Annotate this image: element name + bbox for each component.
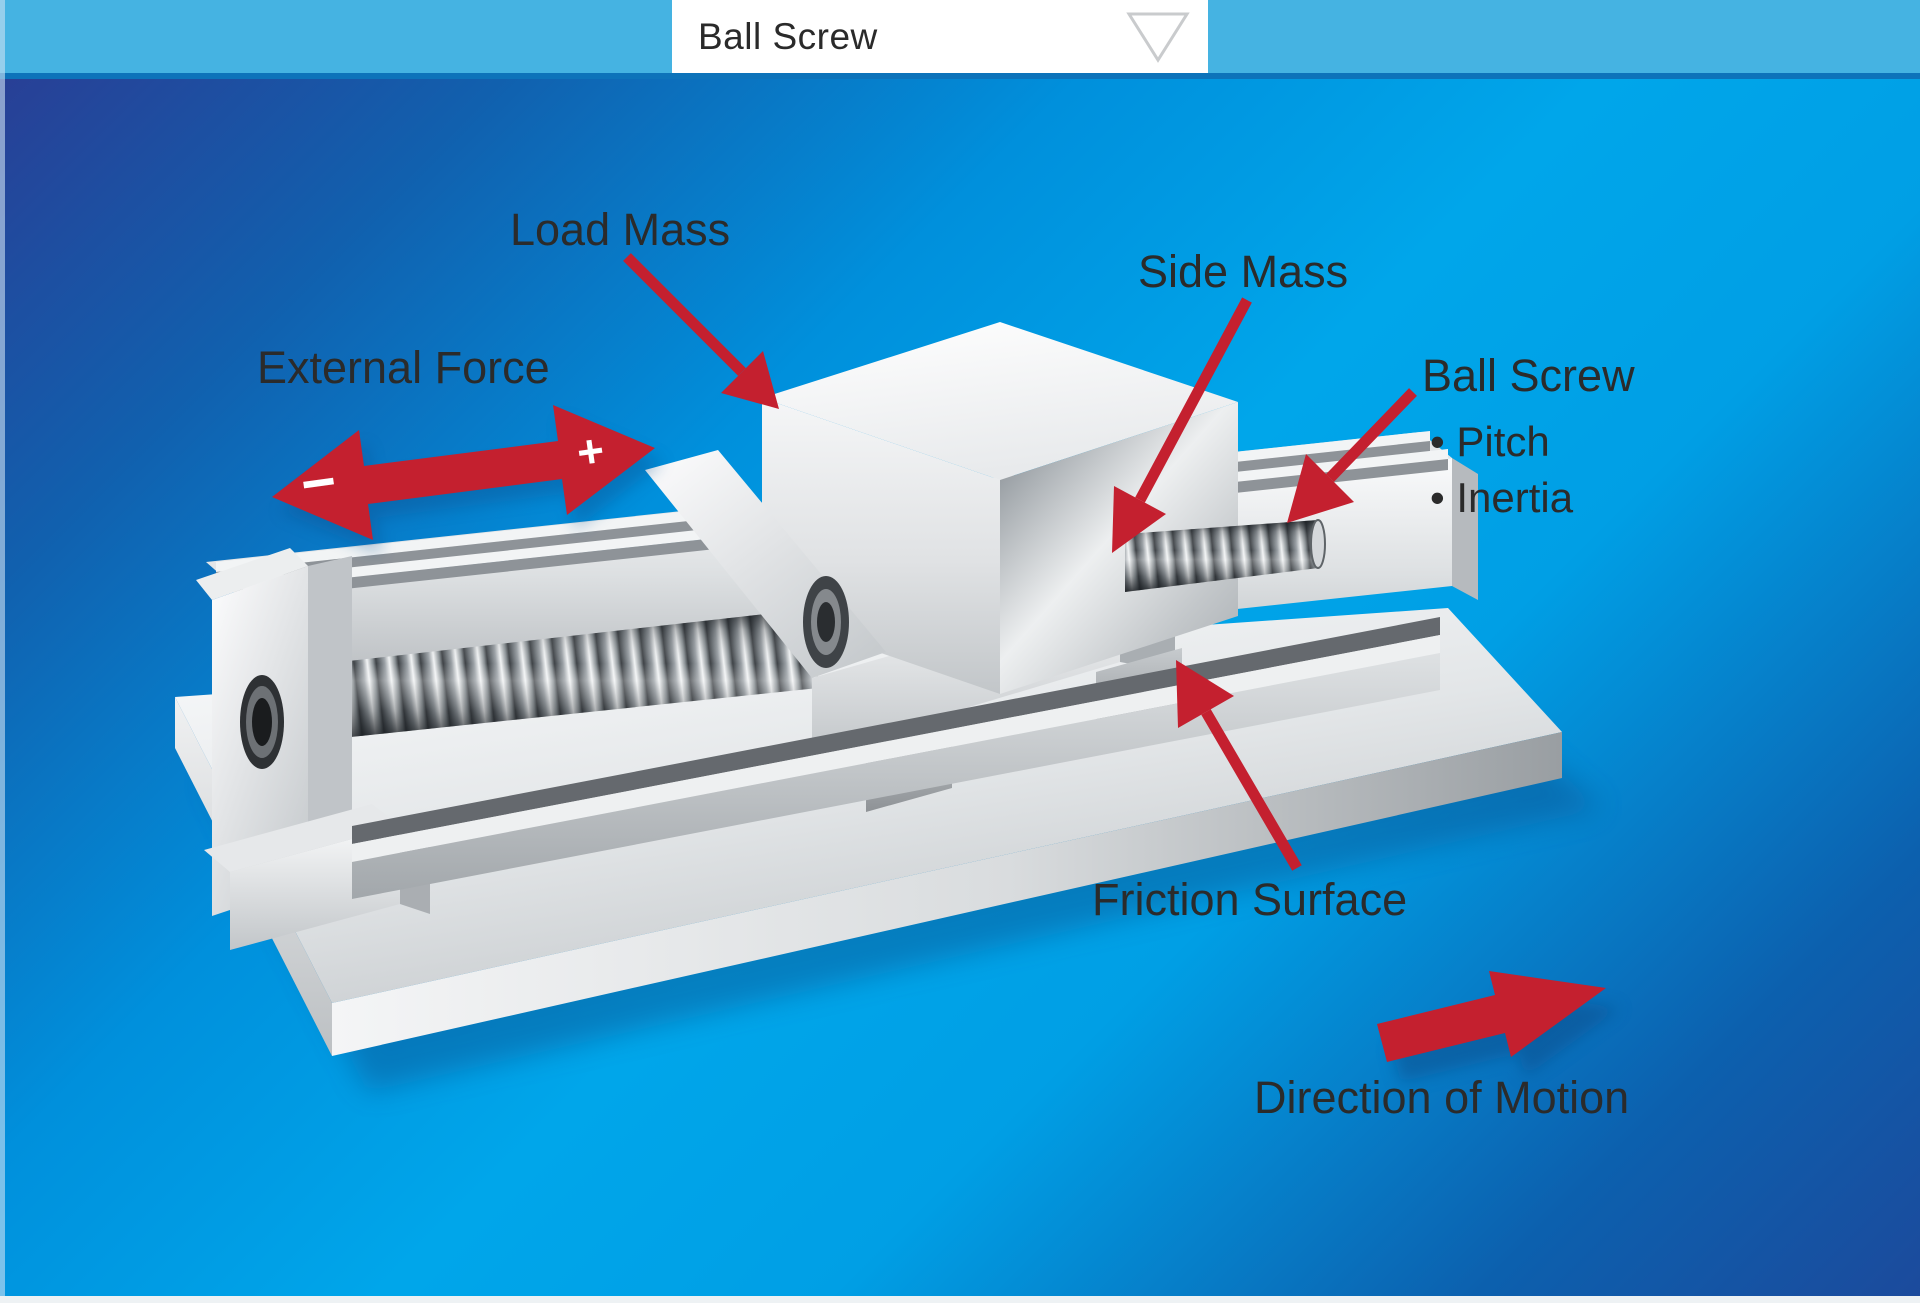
bullet-dot: • xyxy=(1430,418,1445,465)
front-guide-ledge xyxy=(352,617,1440,899)
label-friction-surface: Friction Surface xyxy=(1092,874,1408,925)
bullet-item-inertia: • Inertia xyxy=(1430,470,1573,526)
bullet-text: Pitch xyxy=(1456,418,1550,465)
ball-screw-arrow xyxy=(1287,388,1417,523)
side-mass-arrow xyxy=(1112,297,1252,553)
load-mass-block xyxy=(762,322,1238,694)
friction-surface-arrow xyxy=(1176,660,1302,871)
ball-screw-bullet-list: • Pitch • Inertia xyxy=(1430,414,1573,526)
external-force-arrow xyxy=(272,405,663,554)
header-underline xyxy=(0,73,1920,79)
ball-screw-shaft-left xyxy=(322,608,818,740)
bullet-text: Inertia xyxy=(1456,474,1574,521)
label-load-mass: Load Mass xyxy=(510,204,731,255)
label-side-mass: Side Mass xyxy=(1138,246,1349,297)
carriage-nut xyxy=(645,450,886,678)
label-ball-screw-title: Ball Screw xyxy=(1422,350,1635,401)
dropdown-selected-value: Ball Screw xyxy=(698,15,878,57)
bullet-dot: • xyxy=(1430,474,1445,521)
artboard-bottom-edge xyxy=(0,1296,1920,1303)
mechanism-selector-dropdown[interactable]: Ball Screw xyxy=(672,0,1208,73)
bullet-item-pitch: • Pitch xyxy=(1430,414,1573,470)
ball-screw-shaft-right xyxy=(1125,519,1326,592)
label-external-force: External Force xyxy=(257,342,550,393)
triangle-down-icon[interactable] xyxy=(1126,11,1190,63)
direction-of-motion-arrow xyxy=(1377,971,1620,1082)
bearing-block xyxy=(196,548,430,950)
label-direction-of-motion: Direction of Motion xyxy=(1254,1072,1630,1123)
artboard-left-edge xyxy=(0,0,5,1303)
load-mass-arrow xyxy=(623,253,779,409)
